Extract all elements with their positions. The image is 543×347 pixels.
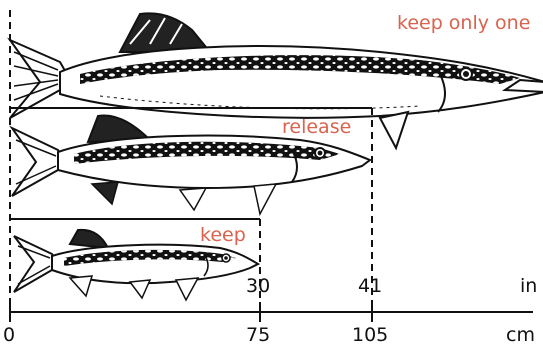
label-release: release: [282, 118, 351, 137]
inch-mark-41: 41: [358, 277, 382, 296]
cm-mark-75: 75: [246, 326, 270, 345]
cm-mark-105: 105: [352, 326, 388, 345]
inch-unit-label: in: [520, 277, 537, 296]
scale-axis: [10, 302, 533, 322]
inch-mark-30: 30: [246, 277, 270, 296]
cm-unit-label: cm: [506, 326, 535, 345]
label-keep: keep: [200, 226, 246, 245]
label-keep-only-one: keep only one: [397, 14, 530, 33]
cm-mark-0: 0: [3, 326, 15, 345]
